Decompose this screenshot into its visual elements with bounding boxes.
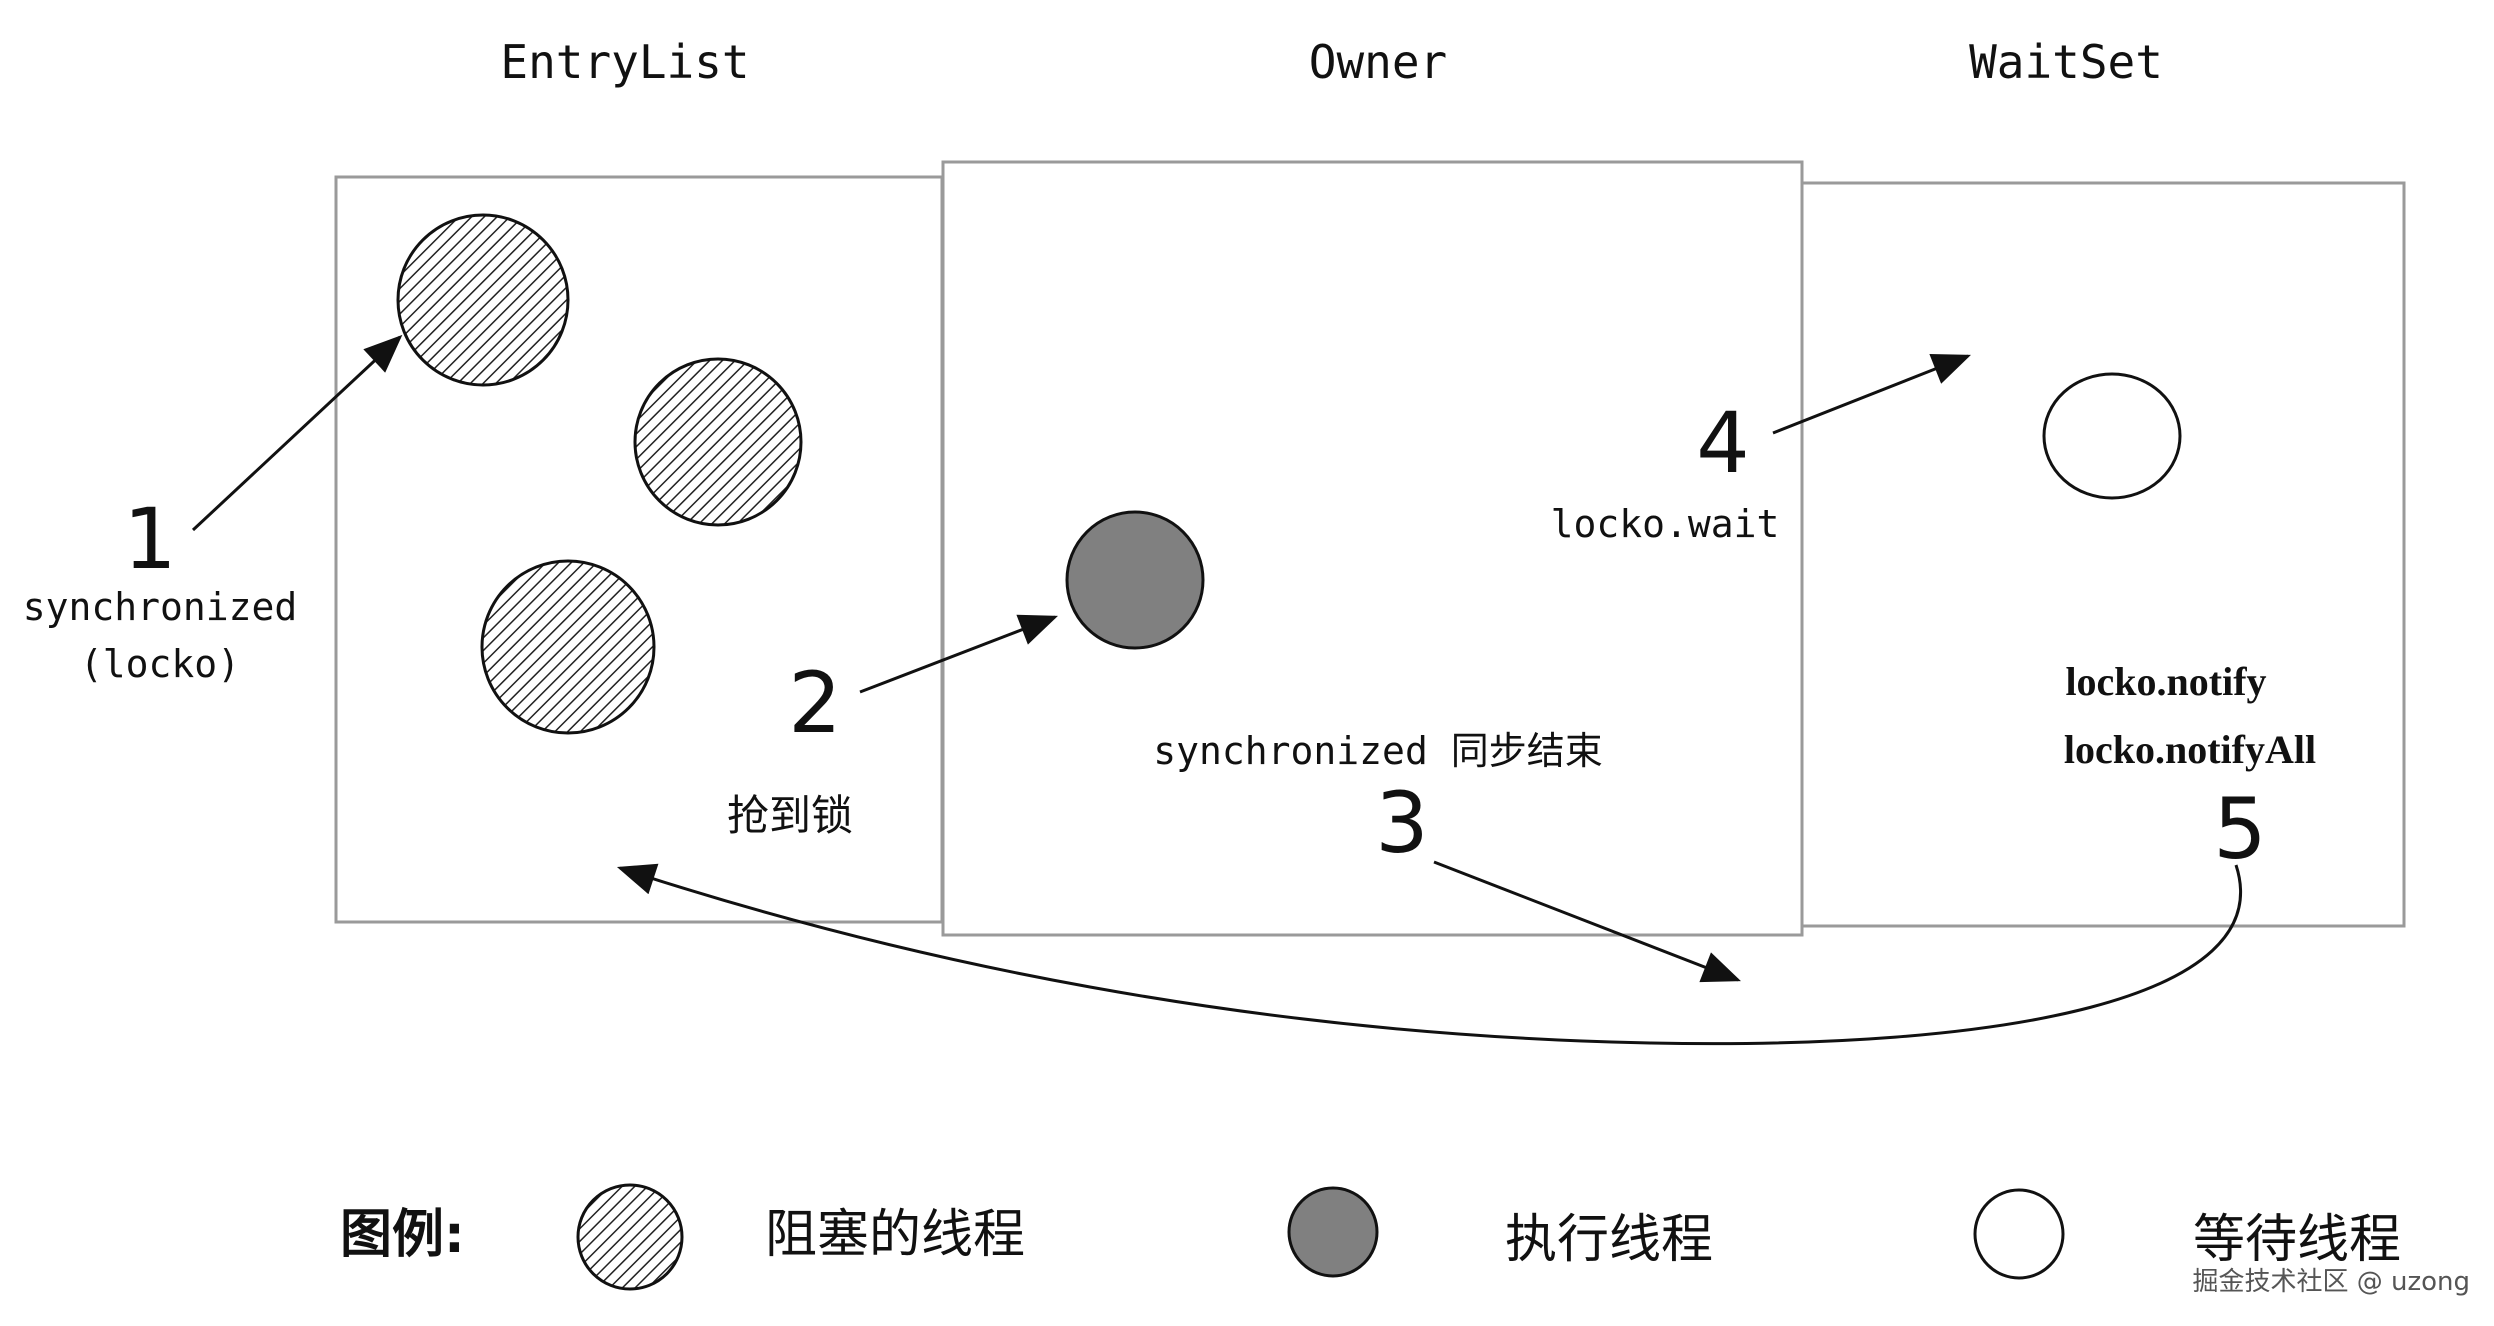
owner-box <box>941 160 1804 937</box>
owner-heading: Owner <box>1309 35 1447 89</box>
arrow-step-5-notify <box>616 863 2243 1046</box>
legend-waiting-label: 等待线程 <box>2193 1210 2401 1270</box>
arrow-step-1 <box>191 334 403 532</box>
step-4-label: locko.wait <box>1551 502 1780 546</box>
running-thread-circle <box>1065 510 1205 650</box>
step-5-label-line2: locko.notifyAll <box>2064 727 2316 772</box>
legend-running-label: 执行线程 <box>1505 1210 1713 1270</box>
arrow-step-3 <box>1433 860 1741 983</box>
blocked-thread-circle <box>633 357 803 527</box>
blocked-thread-circle <box>396 213 570 387</box>
legend-blocked-label: 阻塞的线程 <box>765 1205 1025 1265</box>
arrow-step-4 <box>1772 354 1971 435</box>
step-3-number: 3 <box>1375 774 1428 872</box>
legend-blocked-icon <box>576 1183 684 1291</box>
blocked-thread-circle <box>480 559 656 735</box>
arrow-step-2 <box>859 614 1058 694</box>
step-4-number: 4 <box>1696 394 1749 492</box>
entrylist-heading: EntryList <box>500 35 749 89</box>
legend-running-icon <box>1287 1186 1379 1278</box>
waitset-heading: WaitSet <box>1969 35 2163 89</box>
waitset-box <box>1800 181 2406 928</box>
legend-title: 图例: <box>340 1205 465 1265</box>
step-1-label-line1: synchronized <box>23 585 298 629</box>
step-5-label-line1: locko.notify <box>2065 659 2266 704</box>
step-1-number: 1 <box>123 490 176 588</box>
watermark: 掘金技术社区 @ uzong <box>2192 1267 2470 1297</box>
legend-waiting-icon <box>1973 1188 2065 1280</box>
step-2-label: 抢到锁 <box>727 791 853 840</box>
step-2-number: 2 <box>788 654 841 752</box>
step-3-label: synchronized 同步结束 <box>1153 729 1602 773</box>
step-1-label-line2: (locko) <box>80 642 240 686</box>
waiting-thread-circle <box>2042 372 2182 500</box>
step-5-number: 5 <box>2213 780 2266 878</box>
